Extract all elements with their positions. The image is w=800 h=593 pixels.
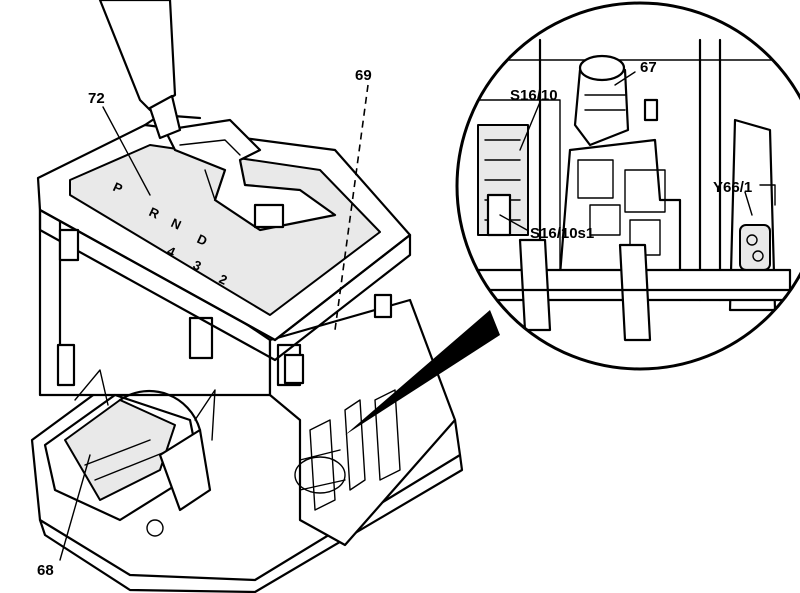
shift-lever <box>98 0 182 140</box>
lamp-housing <box>43 369 216 522</box>
label-72: 72 <box>88 90 105 107</box>
shifter-housing-top <box>36 113 412 362</box>
mounting-tabs <box>58 228 393 385</box>
callout-labels: 72 69 67 S16/10 S16/10s1 Y66/1 68 <box>37 59 752 579</box>
label-y66-1: Y66/1 <box>713 179 752 196</box>
label-67: 67 <box>640 59 657 76</box>
label-s16-10: S16/10 <box>510 87 558 104</box>
label-s16-10s1: S16/10s1 <box>530 225 594 242</box>
label-69: 69 <box>355 67 372 84</box>
detail-zoom-pointer <box>345 310 500 435</box>
label-68: 68 <box>37 562 54 579</box>
leader-lines <box>59 71 776 561</box>
